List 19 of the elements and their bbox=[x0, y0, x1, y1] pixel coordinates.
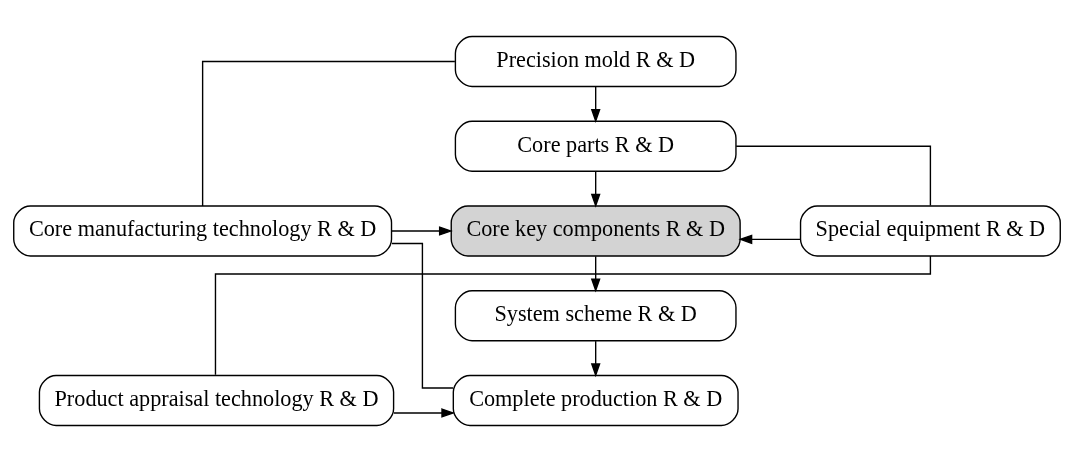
node-box: Product appraisal technology R & D bbox=[38, 374, 395, 426]
node-box: Precision mold R & D bbox=[454, 35, 737, 87]
arrow bbox=[590, 339, 601, 377]
connector bbox=[391, 242, 454, 389]
connector bbox=[201, 60, 456, 207]
node-box: System scheme R & D bbox=[454, 289, 737, 341]
arrow bbox=[390, 225, 453, 236]
connector bbox=[735, 145, 932, 206]
node-box: Core parts R & D bbox=[454, 120, 737, 172]
node-box: Special equipment R & D bbox=[799, 204, 1061, 257]
connector bbox=[214, 254, 932, 376]
arrow bbox=[590, 170, 601, 208]
node-box: Core manufacturing technology R & D bbox=[13, 204, 393, 257]
arrow bbox=[590, 85, 601, 123]
arrow bbox=[393, 407, 456, 418]
node-box: Complete production R & D bbox=[452, 374, 739, 426]
node-box: Core key components R & D bbox=[450, 204, 741, 257]
arrow bbox=[590, 255, 601, 292]
arrow bbox=[738, 233, 802, 244]
